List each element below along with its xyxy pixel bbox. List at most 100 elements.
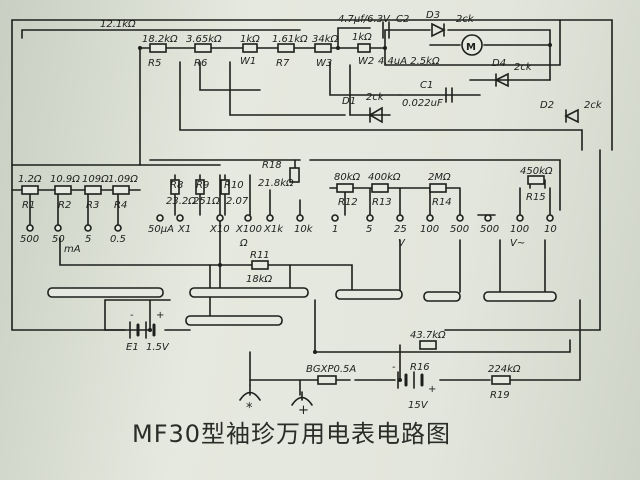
label-fuse: BGXP0.5A [306,364,356,375]
label-battery-e2-plus: + [428,384,436,395]
resistor-r5 [149,43,167,53]
label-r6: R6 [194,58,207,69]
resistor-r10 [220,179,230,195]
switch-bar-1 [47,287,164,298]
label-e2-value: 15V [408,400,429,411]
terminal-50ua [156,214,164,222]
meter-movement: M [461,34,483,56]
label-c1-value: 0.022uF [402,98,443,109]
label-w1-value: 1kΩ [240,34,260,45]
label-r6-value: 3.65kΩ [186,34,222,45]
terminal-x100 [244,214,252,222]
label-r13: R13 [372,197,392,208]
resistor-r3 [84,185,102,195]
terminal-10k [296,214,304,222]
label-w1: W1 [240,56,256,67]
label-r4: R4 [114,200,127,211]
label-r5-value: 18.2kΩ [142,34,178,45]
label-c2: C2 [396,14,409,25]
label-jack-positive: + [298,403,309,418]
label-d1-type: 2ck [366,92,385,103]
label-r2-value: 10.9Ω [50,174,80,185]
label-meter-value: 4.4uA 2.5kΩ [378,56,440,67]
capacitor-c2 [382,21,390,39]
label-r14-value: 2MΩ [428,172,451,183]
labels: 12.1kΩ 18.2kΩ R5 3.65kΩ R6 1kΩ W1 1.61kΩ… [18,10,603,448]
label-r2: R2 [58,200,71,211]
resistor-r16 [419,340,437,350]
resistor-r19 [491,375,511,385]
label-vac-unit: V~ [510,238,525,249]
label-r4-value: 1.09Ω [108,174,138,185]
label-r15: R15 [526,192,546,203]
label-r12-value: 80kΩ [334,172,361,183]
potentiometer-w2 [357,43,371,53]
diode-d1 [368,106,383,124]
terminal-25v [396,214,404,222]
resistors [21,43,545,385]
label-r12: R12 [338,197,358,208]
fuse [317,375,337,385]
label-vdc-1: 1 [332,224,338,235]
label-r19-value: 224kΩ [488,364,521,375]
diode-d3 [431,22,446,38]
label-r9-value: 251Ω [193,196,220,207]
label-r13-value: 400kΩ [368,172,401,183]
label-c1: C1 [420,80,433,91]
label-e1-value: 1.5V [146,342,170,353]
resistor-r18 [289,167,300,183]
capacitor-c1 [445,87,453,103]
label-ohm-x100: X100 [235,224,262,235]
terminal-1v [331,214,339,222]
label-r10-value: 2.07 [226,196,249,207]
label-d2: D2 [540,100,554,111]
resistor-r2 [54,185,72,195]
label-d3-type: 2ck [456,14,475,25]
resistor-r14 [429,183,447,193]
potentiometer-w3 [314,43,332,53]
label-ohm-10k: 10k [294,224,314,235]
label-vdc-500: 500 [450,224,469,235]
terminal-500ma [26,224,34,232]
label-r1-value: 1.2Ω [18,174,42,185]
label-w3-value: 34kΩ [312,34,339,45]
diagram-title: MF30型袖珍万用电表电路图 [132,420,451,448]
label-r18-value: 21.8kΩ [258,178,294,189]
resistor-r9 [195,179,205,195]
label-ma-unit: mA [64,244,81,255]
switch-bars [47,287,557,326]
label-vac-500: 500 [480,224,499,235]
label-r3-value: 109Ω [82,174,109,185]
label-battery-e1-plus: + [156,310,164,321]
label-vdc-25: 25 [394,224,407,235]
label-ohm-x1k: X1k [263,224,284,235]
jack-positive [291,391,313,406]
resistor-r11 [251,260,269,270]
label-ohm-50ua: 50μA [148,224,174,235]
resistor-r15 [527,175,545,185]
jack-negative [239,384,261,401]
terminal-05ma [114,224,122,232]
switch-bar-2 [189,287,309,298]
label-vdc-100: 100 [420,224,439,235]
label-ohm-unit: Ω [239,238,248,249]
label-r7: R7 [276,58,290,69]
terminal-10vac [546,214,554,222]
label-d4-type: 2ck [514,62,533,73]
resistor-r1 [21,185,39,195]
label-vdc-unit: V [398,238,406,249]
label-r7-value: 1.61kΩ [272,34,308,45]
label-ma-50: 50 [52,234,65,245]
terminal-500v [456,214,464,222]
range-terminals [26,214,554,232]
terminal-5ma [84,224,92,232]
label-ohm-x1: X1 [177,224,191,235]
diode-d4 [494,72,509,88]
label-d4: D4 [492,58,506,69]
label-r9: R9 [196,180,209,191]
label-r16: R16 [410,362,430,373]
label-r10: R10 [224,180,244,191]
terminal-x10 [216,214,224,222]
label-d2-type: 2ck [584,100,603,111]
